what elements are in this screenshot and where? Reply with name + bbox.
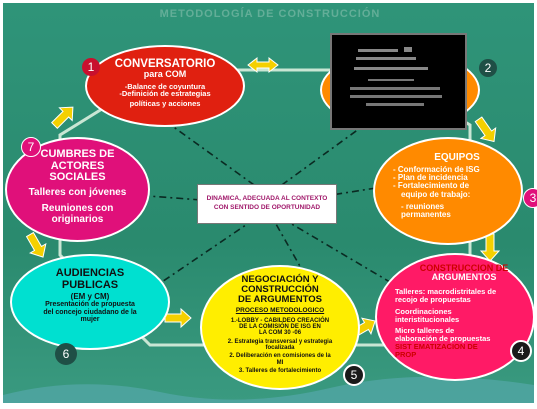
cumbres-title: CUMBRES DE [40, 148, 115, 160]
slide-title: METODOLOGÍA DE CONSTRUCCIÓN [159, 8, 381, 20]
construccion-item: PROP [395, 350, 417, 359]
arrow-6-5 [164, 307, 192, 329]
negociacion-item: focalizada [265, 344, 295, 351]
node-negociacion: NEGOCIACIÓN Y CONSTRUCCIÓN DE ARGUMENTOS… [200, 265, 360, 390]
equipos-item: permanentes [401, 210, 451, 220]
audiencias-item: mujer [80, 316, 100, 324]
equipos-item: - Fortalecimiento de [393, 181, 470, 191]
equipos-item: - Plan de incidencia [393, 172, 468, 182]
arrow-2-3 [474, 116, 497, 143]
badge-2: 2 [479, 59, 497, 77]
negociacion-item: 1.-LOBBY - CABILDEO CREACIÓN [230, 317, 330, 324]
negociacion-item: 3. Talleres de fortalecimiento [238, 367, 322, 374]
conversatorio-subtitle: para COM [143, 69, 187, 80]
redacted-block [330, 33, 467, 130]
node-audiencias: AUDIENCIAS PUBLICAS (EM y CM) Presentaci… [10, 254, 170, 350]
negociacion-item: 2. Deliberación en comisiones de la [229, 353, 331, 360]
negociacion-item: 2. Estrategia transversal y estrategia [227, 338, 333, 345]
center-box: DINAMICA, ADECUADA AL CONTEXTO CON SENTI… [197, 184, 337, 224]
badge-1: 1 [82, 58, 100, 76]
construccion-item: SIST EMATIZACION DE [395, 342, 478, 352]
cumbres-title: SOCIALES [49, 171, 106, 184]
audiencias-title: PUBLICAS [61, 278, 119, 291]
negociacion-subtitle: PROCESO METODOLOGICO [235, 306, 325, 314]
construccion-item: Talleres: macrodistritales de [395, 286, 497, 296]
badge-6: 6 [55, 343, 77, 365]
negociacion-title: DE ARGUMENTOS [238, 293, 322, 305]
construccion-item: elaboración de propuestas [395, 334, 491, 344]
construccion-title: ARGUMENTOS [431, 272, 497, 283]
badge-5: 5 [343, 364, 365, 386]
audiencias-subtitle: (EM y CM) [70, 292, 110, 302]
arrow-7-1 [50, 106, 74, 130]
center-line-1: DINAMICA, ADECUADA AL CONTEXTO [206, 195, 328, 203]
center-line-2: CON SENTIDO DE OPORTUNIDAD [213, 204, 321, 211]
construccion-item: interistitucionales [395, 314, 460, 324]
equipos-item: - reuniones [401, 202, 445, 212]
audiencias-title: AUDIENCIAS [55, 267, 125, 279]
node-conversatorio: CONVERSATORIO para COM -Balance de coyun… [85, 45, 245, 127]
cumbres-title: ACTORES [50, 159, 105, 172]
badge-3: 3 [523, 188, 537, 208]
conversatorio-item: -Balance de coyuntura [124, 81, 206, 91]
cumbres-item: Reuniones con [41, 203, 114, 215]
node-construccion: CONSTRUCCION DE ARGUMENTOS Talleres: mac… [375, 253, 535, 381]
equipos-item: - Conformación de ISG [393, 164, 480, 174]
arrow-1-2 [247, 56, 279, 74]
negociacion-title: CONSTRUCCIÓN [241, 283, 319, 295]
negociacion-item: DE LA COMISIÓN DE ISG EN [239, 324, 321, 331]
construccion-item: recojo de propuestas [395, 294, 471, 304]
negociacion-item: MI [276, 359, 284, 366]
negociacion-title: NEGOCIACIÓN Y [241, 274, 319, 285]
conversatorio-title: CONVERSATORIO [114, 58, 216, 70]
negociacion-item: LA COM 30 -06 [258, 330, 302, 337]
badge-7: 7 [21, 137, 41, 157]
redacted-text-blur [350, 47, 442, 106]
equipos-title: EQUIPOS [434, 152, 480, 163]
construccion-title: CONSTRUCCION DE [419, 263, 509, 273]
construccion-item: Micro talleres de [395, 326, 455, 336]
audiencias-item: Presentación de propuesta [45, 301, 135, 309]
audiencias-item: del concejo ciudadano de la [43, 308, 137, 316]
arrow-7-6 [25, 231, 47, 258]
badge-4: 4 [510, 340, 532, 362]
cumbres-item: Talleres con jóvenes [28, 186, 127, 198]
equipos-item: equipo de trabajo: [401, 189, 471, 199]
conversatorio-item: -Definición de estrategias [119, 89, 211, 99]
construccion-item: Coordinaciones [395, 306, 452, 316]
node-equipos: EQUIPOS - Conformación de ISG - Plan de … [373, 137, 523, 245]
conversatorio-item: políticas y acciones [129, 99, 201, 109]
cumbres-item: originarios [51, 213, 104, 225]
